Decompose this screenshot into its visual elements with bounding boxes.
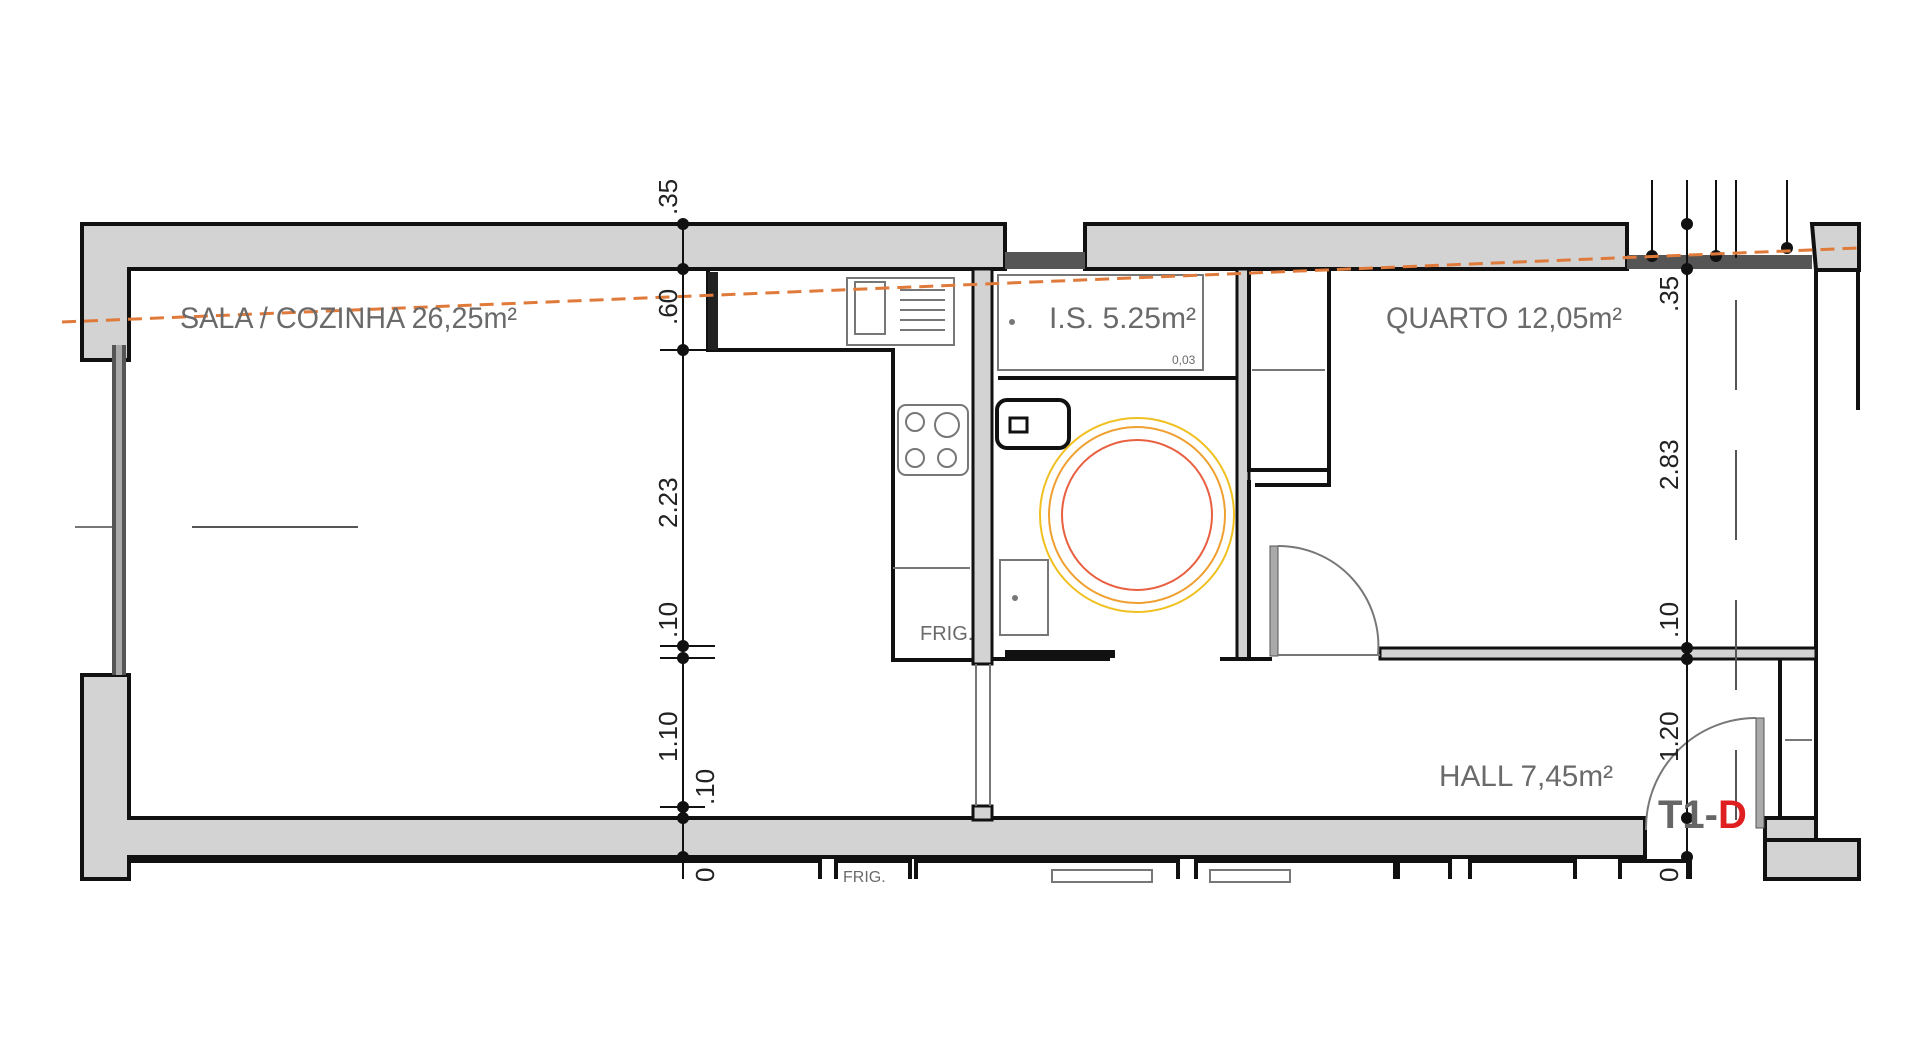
dim-label: 2.23 bbox=[653, 477, 683, 528]
stove-icon bbox=[897, 404, 969, 476]
turning-circle-outer bbox=[1039, 417, 1235, 613]
dim-label: 0 bbox=[1654, 868, 1684, 882]
dim-label: 0 bbox=[690, 868, 720, 882]
neighbor-units: FRIG. bbox=[127, 859, 1692, 886]
door-entrance bbox=[1644, 717, 1765, 831]
bathroom-fixtures: 0,03 bbox=[995, 274, 1237, 658]
dim-label: .35 bbox=[653, 179, 683, 215]
dim-label: .35 bbox=[1654, 276, 1684, 312]
turning-circle-mid bbox=[1048, 426, 1226, 604]
kitchen-counter: FRIG. bbox=[706, 269, 980, 662]
room-label-hall: HALL 7,45m² bbox=[1439, 760, 1613, 793]
dim-label: 2.83 bbox=[1654, 439, 1684, 490]
dim-label: .10 bbox=[1654, 602, 1684, 638]
dimension-line-left bbox=[660, 218, 715, 879]
unit-code-suffix: D bbox=[1718, 793, 1747, 837]
unit-code-prefix: T1- bbox=[1658, 793, 1718, 837]
dimension-labels-left: .35 .60 2.23 .10 1.10 .10 0 bbox=[653, 179, 720, 882]
dim-label: .10 bbox=[690, 769, 720, 805]
door-quarto bbox=[1269, 544, 1380, 657]
room-label-sala: SALA / COZINHA 26,25m² bbox=[180, 302, 517, 335]
dim-label: .10 bbox=[653, 602, 683, 638]
dim-label: 1.10 bbox=[653, 711, 683, 762]
frig-below-label: FRIG. bbox=[843, 869, 886, 886]
exterior-walls bbox=[80, 222, 1861, 881]
window-left bbox=[75, 345, 358, 675]
frig-label: FRIG. bbox=[920, 623, 973, 645]
room-label-quarto: QUARTO 12,05m² bbox=[1386, 302, 1622, 335]
section-line bbox=[61, 246, 1860, 324]
bath-note: 0,03 bbox=[1172, 353, 1196, 367]
window-bath bbox=[1005, 252, 1085, 269]
dimension-line-right bbox=[1681, 180, 1693, 879]
room-label-is: I.S. 5.25m² bbox=[1049, 302, 1196, 335]
turning-circle-inner bbox=[1061, 439, 1213, 591]
unit-code: T1-D bbox=[1658, 793, 1747, 837]
dim-label: .60 bbox=[653, 289, 683, 325]
dimension-labels-right: .35 2.83 .10 1.20 0 bbox=[1654, 276, 1684, 882]
interior-walls bbox=[971, 267, 1818, 822]
dim-label: 1.20 bbox=[1654, 711, 1684, 762]
